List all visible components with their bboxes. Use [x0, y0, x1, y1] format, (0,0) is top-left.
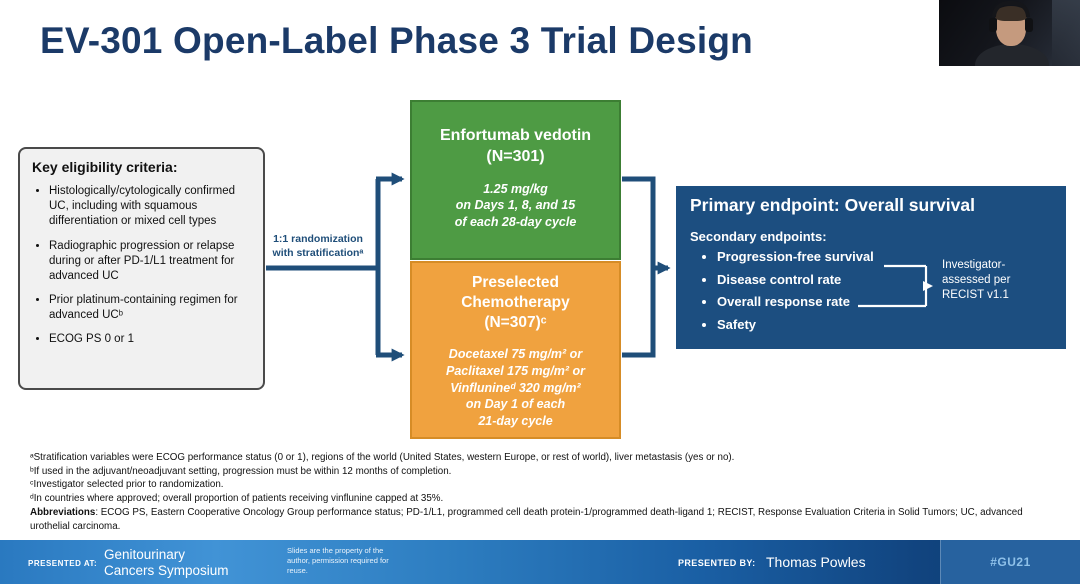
- arrow-from-ev-arm: [622, 176, 656, 268]
- secondary-endpoint-item: Disease control rate: [717, 272, 1052, 288]
- symposium-name-line2: Cancers Symposium: [104, 562, 229, 578]
- symposium-name-line1: Genitourinary: [104, 547, 186, 562]
- dose-line: Vinflunineᵈ 320 mg/m²: [450, 380, 581, 395]
- secondary-endpoint-item: Overall response rate: [717, 294, 1052, 310]
- headphone-cup-left: [989, 18, 997, 32]
- randomization-line1: 1:1 randomization: [273, 233, 363, 245]
- arm-name-line: Chemotherapy: [461, 294, 570, 312]
- webcam-background: [1052, 0, 1080, 66]
- secondary-endpoints-list: Progression-free survival Disease contro…: [690, 249, 1052, 332]
- eligibility-item: Prior platinum-containing regimen for ad…: [49, 293, 251, 323]
- hashtag-region: #GU21: [940, 540, 1080, 584]
- abbreviations-text: : ECOG PS, Eastern Cooperative Oncology …: [30, 506, 1023, 532]
- symposium-logo: Genitourinary Cancers Symposium: [104, 547, 229, 578]
- eligibility-list: Histologically/cytologically confirmed U…: [32, 184, 251, 348]
- reuse-notice: Slides are the property of the author, p…: [287, 546, 389, 576]
- presenter-shoulders: [975, 44, 1049, 66]
- dose-line: Docetaxel 75 mg/m² or: [448, 347, 583, 362]
- headphone-cup-right: [1025, 18, 1033, 32]
- endpoints-box: Primary endpoint: Overall survival Secon…: [676, 186, 1066, 349]
- dose-line: on Day 1 of each: [465, 397, 566, 412]
- footnotes: ᵃStratification variables were ECOG perf…: [30, 451, 1052, 533]
- presenter-webcam-video[interactable]: [939, 0, 1080, 66]
- footer-bar: PRESENTED AT: Genitourinary Cancers Symp…: [0, 540, 1080, 584]
- headphones-icon: [992, 1, 1030, 17]
- enfortumab-arm-box: Enfortumab vedotin (N=301) 1.25 mg/kg on…: [410, 100, 621, 260]
- eligibility-item: ECOG PS 0 or 1: [49, 332, 251, 347]
- dose-line: on Days 1, 8, and 15: [455, 198, 576, 213]
- footnote-d: ᵈIn countries where approved; overall pr…: [30, 493, 444, 505]
- chemotherapy-arm-name: Preselected Chemotherapy (N=307)ᶜ: [412, 273, 619, 333]
- arm-name-line: Preselected: [471, 274, 560, 291]
- primary-endpoint: Primary endpoint: Overall survival: [690, 195, 975, 215]
- arm-n-line: (N=307)ᶜ: [484, 314, 547, 332]
- event-hashtag: #GU21: [990, 555, 1031, 569]
- presented-at-label: PRESENTED AT:: [28, 559, 98, 568]
- footnote-c: ᶜInvestigator selected prior to randomiz…: [30, 479, 224, 491]
- dose-line: of each 28-day cycle: [454, 214, 577, 229]
- footnote-b: ᵇIf used in the adjuvant/neoadjuvant set…: [30, 465, 452, 477]
- presented-by: PRESENTED BY: Thomas Powles: [678, 554, 866, 572]
- randomization-label: 1:1 randomization with stratificationᵃ: [260, 233, 376, 260]
- secondary-endpoints-heading: Secondary endpoints:: [690, 229, 827, 244]
- arm-name-line: Enfortumab vedotin: [439, 127, 592, 144]
- secondary-endpoint-item: Progression-free survival: [717, 249, 1052, 265]
- arm-n-line: (N=301): [486, 147, 545, 165]
- eligibility-heading: Key eligibility criteria:: [32, 159, 178, 175]
- dose-line: 1.25 mg/kg: [483, 181, 548, 196]
- assessment-note: Investigator-assessed per RECIST v1.1: [942, 259, 1011, 301]
- chemotherapy-dose: Docetaxel 75 mg/m² or Paclitaxel 175 mg/…: [412, 346, 619, 429]
- dose-line: Paclitaxel 175 mg/m² or: [446, 364, 585, 379]
- abbreviations-label: Abbreviations: [30, 506, 96, 518]
- abbreviations-note: Abbreviations: ECOG PS, Eastern Cooperat…: [30, 506, 1052, 533]
- slide-title: EV-301 Open-Label Phase 3 Trial Design: [40, 20, 753, 61]
- enfortumab-arm-name: Enfortumab vedotin (N=301): [412, 126, 619, 168]
- presenter-name: Thomas Powles: [766, 554, 866, 570]
- eligibility-item: Radiographic progression or relapse duri…: [49, 239, 251, 285]
- secondary-endpoint-item: Safety: [717, 317, 1052, 333]
- presented-by-label: PRESENTED BY:: [678, 558, 756, 568]
- eligibility-item: Histologically/cytologically confirmed U…: [49, 184, 251, 230]
- footnote-a: ᵃStratification variables were ECOG perf…: [30, 452, 735, 463]
- chemotherapy-arm-box: Preselected Chemotherapy (N=307)ᶜ Doceta…: [410, 261, 621, 439]
- randomization-line2: with stratificationᵃ: [272, 246, 364, 259]
- eligibility-criteria-box: Key eligibility criteria: Histologically…: [18, 147, 265, 390]
- dose-line: 21-day cycle: [478, 413, 553, 428]
- enfortumab-dose: 1.25 mg/kg on Days 1, 8, and 15 of each …: [412, 181, 619, 231]
- arrow-from-chemo-arm: [622, 268, 656, 358]
